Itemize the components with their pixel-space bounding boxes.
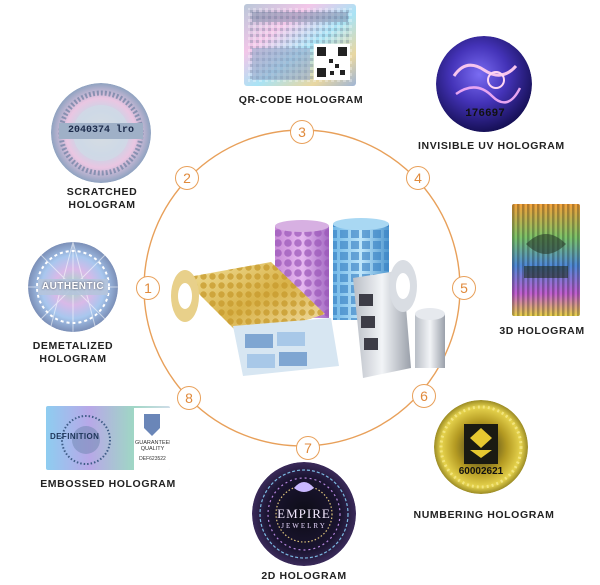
step-number-2: 2: [175, 166, 199, 190]
invisible-uv-hologram-image: 176697: [436, 36, 532, 132]
invisible-uv-hologram-label: INVISIBLE UV HOLOGRAM: [418, 140, 565, 152]
numbering-hologram-label: NUMBERING HOLOGRAM: [413, 509, 555, 521]
2d-hologram-subbrand: JEWELRY: [281, 522, 327, 530]
qr-code-hologram-image: [244, 4, 356, 86]
scratched-hologram-label: SCRATCHED HOLOGRAM: [66, 186, 138, 211]
uv-hologram-serial: 176697: [465, 108, 505, 120]
hologram-rolls-product-image: [163, 218, 453, 398]
2d-hologram-image: EMPIRE JEWELRY: [252, 462, 356, 566]
authentic-text: AUTHENTIC: [41, 281, 105, 292]
numbering-hologram-serial: 60002621: [458, 466, 504, 477]
embossed-brand-text: DEFINITION: [50, 432, 100, 441]
step-number-1: 1: [136, 276, 160, 300]
demetalized-hologram-image: AUTHENTIC: [28, 242, 118, 332]
qr-code-hologram-label: QR-CODE HOLOGRAM: [238, 94, 364, 106]
step-number-5: 5: [452, 276, 476, 300]
embossed-hologram-label: EMBOSSED HOLOGRAM: [40, 478, 176, 490]
3d-hologram-image: [512, 204, 580, 316]
embossed-hologram-image: DEFINITION GUARANTEED QUALITY DEF623522: [46, 406, 170, 470]
3d-hologram-label: 3D HOLOGRAM: [499, 325, 585, 337]
numbering-hologram-image: 60002621: [434, 400, 528, 494]
2d-hologram-brand: EMPIRE: [277, 506, 331, 521]
scratched-hologram-serial: 2040374 lro: [67, 125, 134, 136]
step-number-6: 6: [412, 384, 436, 408]
step-number-8: 8: [177, 386, 201, 410]
step-number-4: 4: [406, 166, 430, 190]
embossed-quality-text: GUARANTEED QUALITY: [135, 440, 170, 452]
step-number-7: 7: [296, 436, 320, 460]
demetalized-hologram-label: DEMETALIZED HOLOGRAM: [32, 340, 114, 365]
scratched-hologram-image: 2040374 lro: [51, 83, 151, 183]
embossed-code-text: DEF623522: [139, 456, 166, 462]
2d-hologram-label: 2D HOLOGRAM: [261, 570, 347, 582]
step-number-3: 3: [290, 120, 314, 144]
